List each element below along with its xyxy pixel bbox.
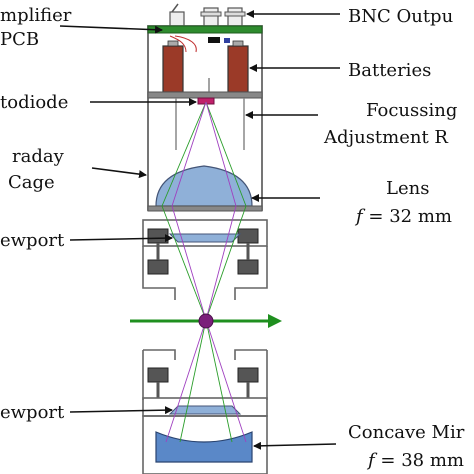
label-pcb: PCB xyxy=(0,29,39,50)
label-focussing: Focussing xyxy=(366,100,457,121)
top-viewport-flange xyxy=(142,219,268,300)
label-faraday: raday xyxy=(12,146,65,167)
interaction-point xyxy=(198,313,214,329)
battery-right xyxy=(227,45,249,93)
label-lens-focal: f = 32 mm xyxy=(354,206,452,227)
lens-32mm xyxy=(155,165,253,207)
label-adjustment: Adjustment R xyxy=(323,127,448,148)
label-concave-mirror: Concave Mir xyxy=(348,422,465,443)
amplifier-pcb xyxy=(147,25,263,34)
leader-arrows xyxy=(59,10,340,450)
label-cage: Cage xyxy=(8,172,55,193)
ray-bundle xyxy=(161,101,247,443)
label-amplifier: mplifier xyxy=(0,5,72,26)
label-mirror-focal: f = 38 mm xyxy=(366,450,464,471)
label-bnc-output: BNC Outpu xyxy=(348,6,453,27)
bnc-connectors xyxy=(169,3,246,29)
atom-beam-arrowhead xyxy=(268,314,282,328)
photodiode-plate xyxy=(147,91,263,99)
battery-left xyxy=(162,45,184,93)
bottom-viewport-flange xyxy=(142,349,268,474)
label-viewport-top: ewport xyxy=(0,230,65,251)
lens-plate xyxy=(147,205,263,212)
pcb-component-blue xyxy=(224,38,230,43)
label-viewport-bottom: ewport xyxy=(0,402,65,423)
pcb-component xyxy=(208,37,220,43)
concave-mirror xyxy=(155,431,253,463)
bottom-viewport-window xyxy=(168,405,242,415)
label-photodiode: todiode xyxy=(0,92,68,113)
photodiode xyxy=(197,97,215,105)
label-lens: Lens xyxy=(386,178,429,199)
pcb-wires xyxy=(169,35,197,53)
label-batteries: Batteries xyxy=(348,60,431,81)
